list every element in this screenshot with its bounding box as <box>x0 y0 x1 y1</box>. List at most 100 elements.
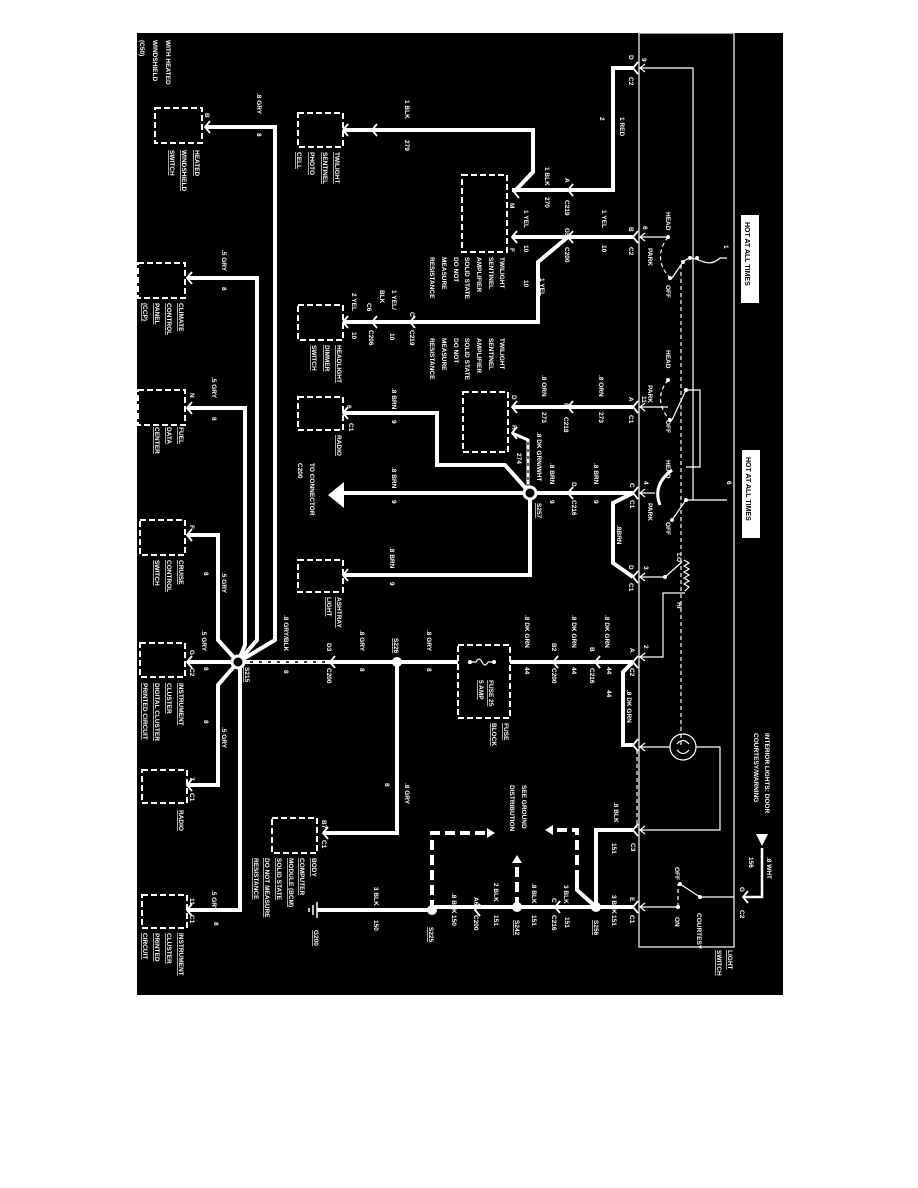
splice-label: S215 <box>243 667 250 683</box>
wire-radio-2 <box>187 660 240 787</box>
switch-terminal-icon <box>639 902 646 912</box>
twilight-amplifier-box-2 <box>462 391 509 453</box>
climate-control-label: PANEL <box>153 303 160 325</box>
connector-label: C200 <box>550 668 557 684</box>
connector-label: N <box>188 393 195 398</box>
headlight-dimmer-box <box>297 304 344 341</box>
wire-label: 8 <box>220 287 227 291</box>
connector-label: C1 <box>188 915 195 924</box>
fuse-block-label: FUSE <box>502 723 509 741</box>
connector-label: C216 <box>550 915 557 931</box>
light-switch-label: LIGHT <box>726 950 733 970</box>
wire-cluster-printed <box>187 662 242 912</box>
splice-label: S256 <box>592 920 599 936</box>
switch-position-label: PARK <box>646 248 653 266</box>
instrument-cluster-label: CLUSTER <box>165 933 172 964</box>
wire-ground-dist-3 <box>430 831 488 910</box>
photo-cell-box <box>297 112 344 148</box>
connector-icon <box>631 61 639 75</box>
connector-label: C <box>628 483 635 488</box>
twilight-amplifier-label: SENTINEL <box>487 257 494 289</box>
radio-box-1 <box>297 396 344 431</box>
headlight-dimmer-label: HEADLIGHT <box>335 345 342 383</box>
wire-label: 270 <box>543 197 550 208</box>
wire-label: 10 <box>522 280 529 288</box>
wire-label: .8 BRN <box>592 463 599 485</box>
connector-icon <box>631 823 639 837</box>
wire-photo-cell <box>343 128 535 194</box>
wire-label: 3 BLK <box>610 895 617 914</box>
wire-label: 2 BLK <box>492 883 499 902</box>
wire-red <box>512 66 633 192</box>
twilight-amplifier-label: RESISTANCE <box>428 257 435 299</box>
splice-label: S226 <box>392 638 399 654</box>
connector-label: F <box>562 403 569 407</box>
switch-position-label: HEAD <box>664 212 671 231</box>
wire-label: 10 <box>388 333 395 341</box>
twilight-amplifier-label: SOLID STATE <box>463 257 470 300</box>
wire-label: .8 BLK <box>530 883 537 904</box>
connector-icon <box>631 400 639 414</box>
wire-heated-windshield <box>205 125 277 664</box>
switch-position-label: PARK <box>646 503 653 521</box>
wire-yel-2 <box>343 235 570 324</box>
twilight-amplifier-label: RESISTANCE <box>428 338 435 380</box>
wire-label: .8 BRN <box>548 463 555 485</box>
splice-s256 <box>591 902 601 912</box>
splice-s225 <box>427 905 437 915</box>
switch-pin-label: 9 <box>640 58 647 62</box>
twilight-amplifier-box-1 <box>461 174 508 253</box>
connector-label: C216 <box>588 668 595 684</box>
wire-dk-grn-lamp <box>621 660 635 747</box>
connector-label: C1 <box>628 500 635 509</box>
fuel-data-center-label: DATA <box>165 427 172 444</box>
see-ground-distribution-label: SEE GROUND <box>520 785 527 829</box>
wire-label: 8 <box>358 668 365 672</box>
instrument-cluster-digital-box <box>139 642 186 678</box>
cruise-control-label: SWITCH <box>153 560 160 586</box>
wire-label: 2 <box>598 117 605 121</box>
twilight-amplifier-label: AMPLIFIER <box>475 338 482 373</box>
cruise-control-box <box>139 519 186 556</box>
wire-label: 1 YEL <box>538 278 545 296</box>
wire-label: 8 <box>282 670 289 674</box>
connector-icon <box>512 185 520 199</box>
connector-label: C2 <box>627 77 634 86</box>
instrument-cluster-label: CIRCUIT <box>141 933 148 959</box>
wire-label: .8 GRY <box>425 630 432 652</box>
connector-label: D <box>510 395 517 400</box>
connector-icon <box>370 123 378 137</box>
splice-s257 <box>522 485 538 501</box>
connector-label: 6 <box>345 405 352 409</box>
wire-label: 44 <box>523 667 530 675</box>
connector-icon <box>510 230 518 244</box>
interior-lights-label: INTERIOR LIGHTS: DOOR <box>763 733 770 813</box>
wire-label: .5 GRY <box>220 727 227 749</box>
wire-label: 8 <box>383 783 390 787</box>
switch-pin-label: 3 <box>642 566 649 570</box>
interior-lights-label: COURTESY/WARNING <box>752 733 759 802</box>
connector-icon <box>631 655 639 669</box>
splice-s242 <box>512 902 522 912</box>
switch-position-label: PARK <box>646 385 653 403</box>
switch-position-label: LO <box>675 553 682 562</box>
twilight-amplifier-label: MEASURE <box>440 338 447 371</box>
ashtray-light-label: LIGHT <box>325 597 332 617</box>
climate-control-label: CLIMATE <box>177 303 184 332</box>
switch-terminal-icon <box>639 652 646 662</box>
to-connector-arrow <box>328 482 344 508</box>
connector-label: G <box>738 887 745 892</box>
wire-label: 10 <box>522 245 529 253</box>
connector-icon <box>341 123 349 137</box>
wire-label: .5 GRY <box>220 572 227 594</box>
switch-position-label: OFF <box>664 285 671 298</box>
wire-label: .8 GRY <box>358 630 365 652</box>
diagram-note: (C50) <box>138 40 145 56</box>
wire-label: 273 <box>597 412 604 423</box>
light-switch-label: SWITCH <box>715 950 722 976</box>
connector-label: D <box>627 565 634 570</box>
connector-label: E <box>628 897 635 902</box>
wire-label: 151 <box>492 915 499 926</box>
wires <box>187 66 764 912</box>
